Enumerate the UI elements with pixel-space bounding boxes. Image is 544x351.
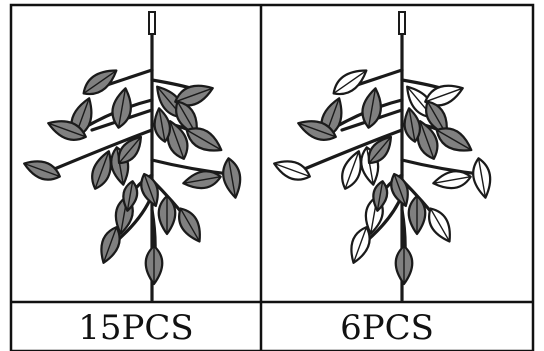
branch-stem [50, 128, 154, 172]
leaf-vein [433, 176, 471, 184]
leaf-vein [227, 158, 237, 198]
leaf-vein [116, 147, 124, 185]
leaf-vein [366, 147, 374, 185]
leaf-vein [436, 129, 472, 151]
quantity-label-right: 6PCS [340, 308, 434, 348]
stem-tip [398, 11, 406, 35]
leaf-vein [393, 173, 407, 207]
leaf-vein [367, 88, 377, 128]
leaf-vein [118, 136, 142, 164]
leaf-vein [273, 162, 311, 178]
leaf-vein [117, 88, 127, 128]
leaf-vein [477, 158, 487, 198]
leaf-vein [297, 122, 337, 138]
ficus-branch-icon [273, 11, 492, 302]
leaf-vein [419, 120, 435, 160]
leaf-vein [186, 129, 222, 151]
leaf-vein [126, 181, 134, 211]
stem-tip [148, 11, 156, 35]
leaf-vein [169, 120, 185, 160]
leaf-vein [94, 150, 110, 190]
branch-stem [300, 128, 404, 172]
leaf-vein [424, 87, 464, 103]
leaf-vein [102, 226, 118, 264]
ficus-branch-icon [23, 11, 242, 302]
leaf-vein [344, 150, 360, 190]
leaf-vein [158, 108, 166, 142]
leaf-vein [368, 136, 392, 164]
leaf-vein [174, 87, 214, 103]
leaf-vein [333, 69, 367, 95]
leaf-vein [83, 69, 117, 95]
leaf-vein [408, 108, 416, 142]
quantity-label-left: 15PCS [78, 308, 194, 348]
leaf-vein [183, 176, 221, 184]
leaf-vein [352, 226, 368, 264]
leaf-vein [23, 162, 61, 178]
leaf-vein [143, 173, 157, 207]
leaf-vein [429, 208, 451, 242]
leaf-vein [179, 208, 201, 242]
leaf-vein [376, 181, 384, 211]
leaf-vein [47, 122, 87, 138]
